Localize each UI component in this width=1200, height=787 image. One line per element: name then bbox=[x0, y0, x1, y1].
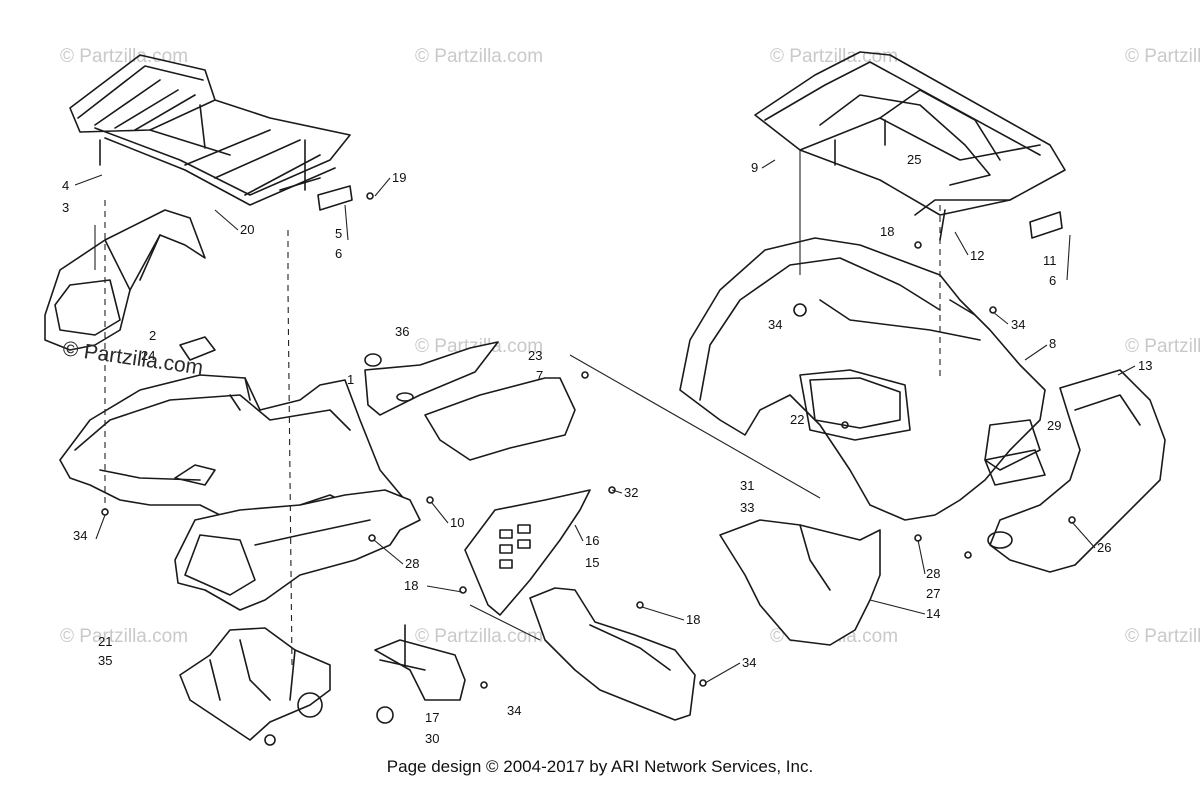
side-panel-15 bbox=[529, 587, 696, 721]
callout-9: 9 bbox=[751, 160, 758, 175]
callout-30: 30 bbox=[425, 731, 439, 746]
watermark: © Partzilla.com bbox=[415, 626, 543, 647]
callout-13: 13 bbox=[1138, 358, 1152, 373]
callout-24: 24 bbox=[141, 348, 155, 363]
rear-rack bbox=[754, 51, 1066, 241]
callout-6: 6 bbox=[335, 246, 342, 261]
callout-18: 18 bbox=[686, 612, 700, 627]
callout-16: 16 bbox=[585, 533, 599, 548]
callout-34: 34 bbox=[73, 528, 87, 543]
callout-27: 27 bbox=[926, 586, 940, 601]
watermark: © Partzilla.com bbox=[1125, 46, 1200, 67]
callout-34: 34 bbox=[1011, 317, 1025, 332]
watermark: © Partzilla.com bbox=[60, 46, 188, 67]
callout-33: 33 bbox=[740, 500, 754, 515]
callout-22: 22 bbox=[790, 412, 804, 427]
callout-26: 26 bbox=[1097, 540, 1111, 555]
front-body bbox=[59, 374, 406, 521]
callout-12: 12 bbox=[970, 248, 984, 263]
callout-34: 34 bbox=[768, 317, 782, 332]
callout-14: 14 bbox=[926, 606, 940, 621]
watermark: © Partzilla.com bbox=[415, 46, 543, 67]
watermark: © Partzilla.com bbox=[1125, 336, 1200, 357]
callout-15: 15 bbox=[585, 555, 599, 570]
callout-7: 7 bbox=[536, 368, 543, 383]
watermark: © Partzilla.com bbox=[1125, 626, 1200, 647]
callout-34: 34 bbox=[507, 703, 521, 718]
callout-19: 19 bbox=[392, 170, 406, 185]
reflector-5 bbox=[317, 185, 353, 211]
frame-bracket bbox=[179, 627, 331, 746]
reflector-11 bbox=[1029, 211, 1063, 239]
reference-line bbox=[469, 604, 541, 641]
callout-18: 18 bbox=[404, 578, 418, 593]
callout-21: 21 bbox=[98, 634, 112, 649]
leader-lines bbox=[94, 150, 941, 666]
watermark: © Partzilla.com bbox=[60, 626, 188, 647]
callout-2: 2 bbox=[149, 328, 156, 343]
front-rack bbox=[69, 54, 351, 206]
callout-4: 4 bbox=[62, 178, 69, 193]
callout-28: 28 bbox=[405, 556, 419, 571]
inner-panel-14 bbox=[719, 519, 881, 646]
callout-6: 6 bbox=[1049, 273, 1056, 288]
callout-23: 23 bbox=[528, 348, 542, 363]
side-panel-7 bbox=[364, 341, 576, 461]
callout-17: 17 bbox=[425, 710, 439, 725]
reference-line bbox=[569, 354, 821, 499]
mudflap-13 bbox=[987, 369, 1166, 573]
callout-3: 3 bbox=[62, 200, 69, 215]
watermark-group: © Partzilla.com © Partzilla.com © Partzi… bbox=[60, 46, 1200, 647]
callout-36: 36 bbox=[395, 324, 409, 339]
callout-31: 31 bbox=[740, 478, 754, 493]
decal-29 bbox=[984, 449, 1046, 486]
fasteners bbox=[101, 241, 1076, 689]
callout-18: 18 bbox=[880, 224, 894, 239]
callout-10: 10 bbox=[450, 515, 464, 530]
front-fender-right bbox=[174, 489, 421, 611]
callout-group: 19 4 3 20 5 6 2 24 36 1 23 7 34 10 28 21… bbox=[62, 152, 1152, 746]
callout-34: 34 bbox=[742, 655, 756, 670]
callout-29: 29 bbox=[1047, 418, 1061, 433]
callout-35: 35 bbox=[98, 653, 112, 668]
callout-8: 8 bbox=[1049, 336, 1056, 351]
rear-fender bbox=[679, 237, 1046, 521]
watermark: © Partzilla.com bbox=[770, 46, 898, 67]
callout-1: 1 bbox=[347, 372, 354, 387]
callout-28: 28 bbox=[926, 566, 940, 581]
callout-20: 20 bbox=[240, 222, 254, 237]
side-panel-16 bbox=[464, 489, 591, 616]
decal-2 bbox=[179, 336, 216, 361]
copyright-footer: Page design © 2004-2017 by ARI Network S… bbox=[386, 757, 814, 776]
bracket-17 bbox=[374, 624, 466, 724]
callout-11: 11 bbox=[1043, 253, 1057, 268]
callout-25: 25 bbox=[907, 152, 921, 167]
callout-leaders bbox=[74, 159, 1136, 684]
front-fender-left bbox=[44, 209, 206, 351]
callout-5: 5 bbox=[335, 226, 342, 241]
callout-32: 32 bbox=[624, 485, 638, 500]
